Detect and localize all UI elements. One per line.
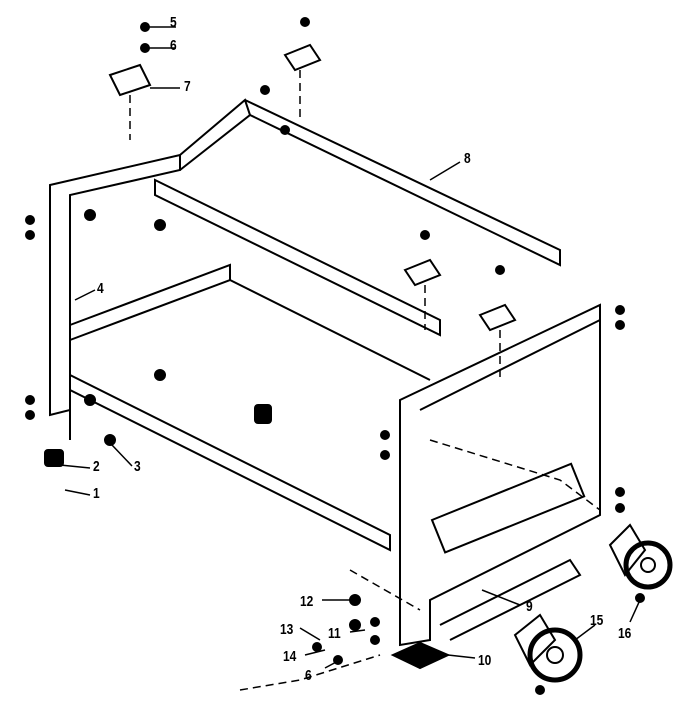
callout-6-lower: 6 [305, 667, 312, 684]
callout-12: 12 [300, 593, 314, 610]
callout-5: 5 [170, 14, 177, 31]
callout-11: 11 [328, 625, 341, 642]
callout-2: 2 [93, 458, 100, 475]
callout-6: 6 [170, 37, 177, 54]
callout-13: 13 [280, 621, 294, 638]
callout-9: 9 [526, 598, 533, 615]
callout-7: 7 [184, 78, 191, 95]
callout-14: 14 [283, 648, 297, 665]
callout-1: 1 [93, 485, 100, 502]
callout-4: 4 [97, 280, 104, 297]
callout-15: 15 [590, 612, 604, 629]
callout-8: 8 [464, 150, 471, 167]
callout-10: 10 [478, 652, 492, 669]
callout-16: 16 [618, 625, 632, 642]
callout-3: 3 [134, 458, 141, 475]
